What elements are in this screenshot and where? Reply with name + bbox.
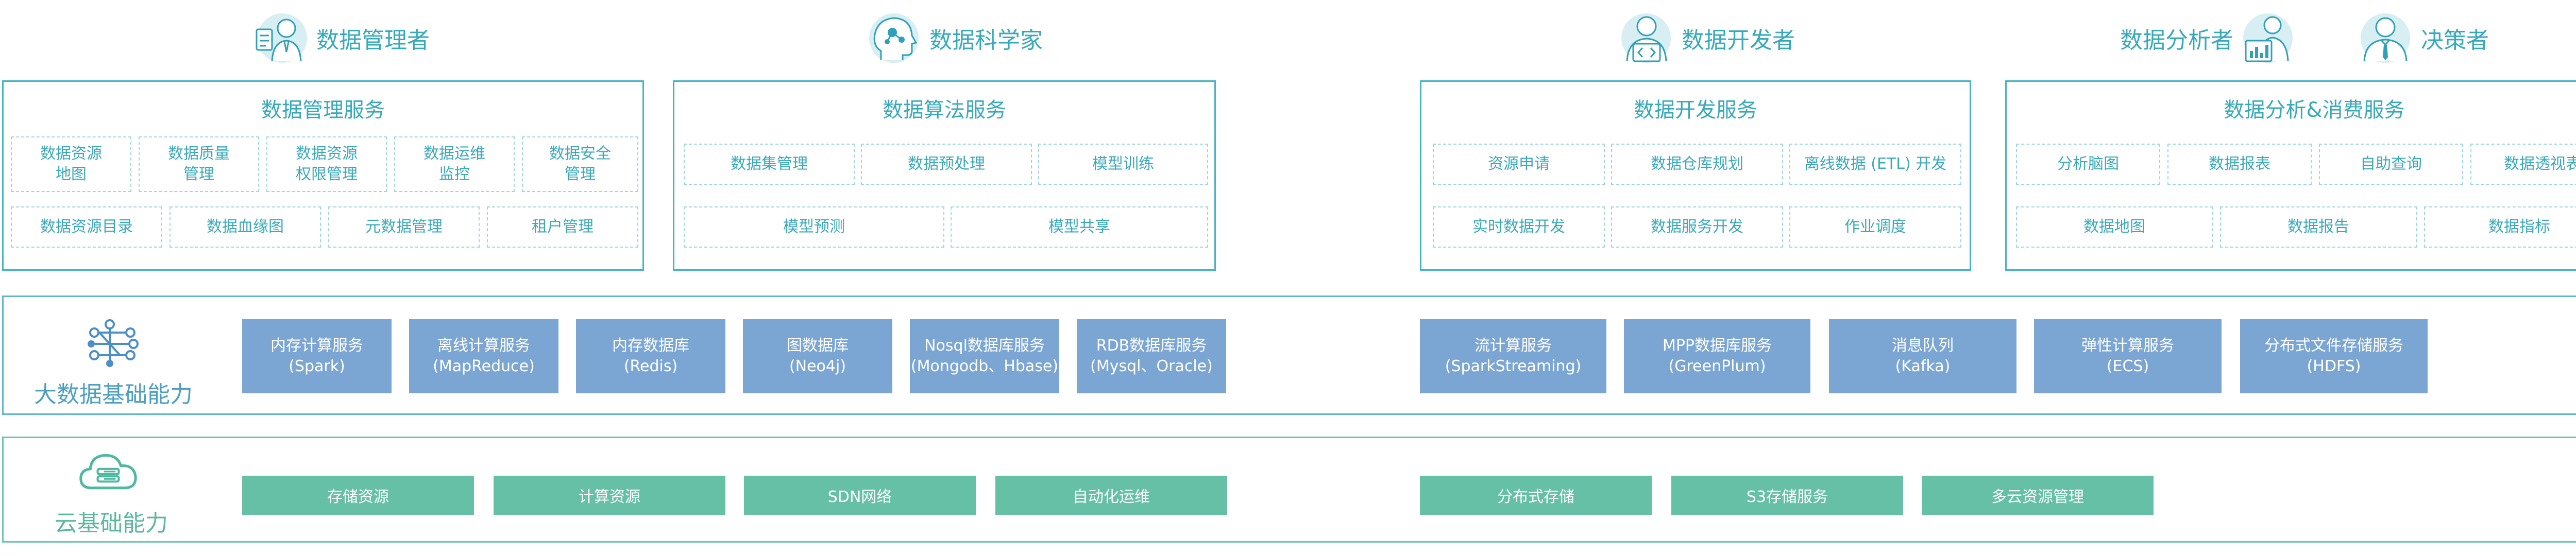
service-name: 分布式文件存储服务 (2264, 337, 2403, 355)
service-name: 消息队列 (1892, 337, 1954, 355)
data-development-title: 数据开发服务 (1634, 98, 1757, 122)
service-sub: (Kafka) (1895, 357, 1951, 375)
service-name: 流计算服务 (1475, 337, 1552, 355)
dev-item-realtime[interactable]: 实时数据开发 (1433, 206, 1605, 248)
data-management-title: 数据管理服务 (261, 98, 385, 122)
role-label-data-developer: 数据开发者 (1682, 27, 1795, 54)
bigdata-service-ecs[interactable]: 弹性计算服务 (ECS) (2034, 319, 2222, 393)
data-algorithm-panel: 数据算法服务 数据集管理 数据预处理 模型训练 模型预测 模型共享 (673, 80, 1216, 271)
analysis-item-metrics[interactable]: 数据指标 (2424, 206, 2576, 248)
mgmt-item-ops-monitor[interactable]: 数据运维 监控 (394, 136, 515, 192)
network-nodes-icon (88, 319, 139, 367)
service-sub: (Mysql、Oracle) (1090, 357, 1213, 375)
bigdata-service-spark[interactable]: 内存计算服务 (Spark) (242, 319, 392, 393)
data-development-panel: 数据开发服务 资源申请 数据仓库规划 离线数据 (ETL) 开发 实时数据开发 … (1420, 80, 1971, 271)
cloud-service-compute[interactable]: 计算资源 (494, 476, 725, 515)
cloud-service-automation[interactable]: 自动化运维 (995, 476, 1227, 515)
scientist-head-icon (869, 13, 919, 63)
cloud-service-s3[interactable]: S3存储服务 (1671, 476, 1903, 515)
cloud-capability-row (2, 437, 2576, 543)
service-sub: (Spark) (289, 357, 345, 375)
service-name: MPP数据库服务 (1662, 337, 1772, 355)
service-sub: (Redis) (623, 357, 678, 375)
role-data-manager: 数据管理者 (252, 7, 430, 69)
bigdata-service-redis[interactable]: 内存数据库 (Redis) (576, 319, 725, 393)
dev-item-scheduling[interactable]: 作业调度 (1789, 206, 1961, 248)
cloud-service-storage[interactable]: 存储资源 (242, 476, 474, 515)
service-sub: (HDFS) (2307, 357, 2361, 375)
analysis-item-report-table[interactable]: 数据报表 (2167, 144, 2312, 185)
service-name: 图数据库 (787, 337, 849, 355)
service-sub: (ECS) (2106, 357, 2149, 375)
algo-item-predict[interactable]: 模型预测 (684, 206, 944, 248)
mgmt-item-lineage[interactable]: 数据血缘图 (170, 206, 321, 248)
bigdata-service-mapreduce[interactable]: 离线计算服务 (MapReduce) (409, 319, 558, 393)
cloud-service-sdn[interactable]: SDN网络 (744, 476, 976, 515)
decision-maker-icon (2361, 13, 2410, 63)
manager-person-icon (256, 13, 307, 63)
bigdata-label: 大数据基础能力 (34, 381, 193, 408)
mgmt-item-permission[interactable]: 数据资源 权限管理 (266, 136, 387, 192)
mgmt-item-security[interactable]: 数据安全 管理 (522, 136, 638, 192)
analysis-item-pivot[interactable]: 数据透视表 (2470, 144, 2576, 185)
developer-code-icon (1621, 13, 1671, 63)
data-management-panel: 数据管理服务 数据资源 地图 数据质量 管理 数据资源 权限管理 数据运维 监控… (2, 80, 644, 271)
algo-item-share[interactable]: 模型共享 (951, 206, 1208, 248)
analysis-item-data-map[interactable]: 数据地图 (2016, 206, 2213, 248)
data-analysis-title: 数据分析&消费服务 (2224, 98, 2405, 122)
bigdata-service-kafka[interactable]: 消息队列 (Kafka) (1829, 319, 2016, 393)
cloud-server-icon (79, 454, 137, 490)
analysis-item-data-report[interactable]: 数据报告 (2220, 206, 2417, 248)
service-sub: (SparkStreaming) (1445, 357, 1582, 375)
algo-item-dataset[interactable]: 数据集管理 (684, 144, 855, 185)
service-name: 离线计算服务 (437, 337, 530, 355)
service-name: Nosql数据库服务 (924, 337, 1045, 355)
dev-item-warehouse-plan[interactable]: 数据仓库规划 (1611, 144, 1783, 185)
service-name: 内存计算服务 (270, 337, 363, 355)
bigdata-service-mpp[interactable]: MPP数据库服务 (GreenPlum) (1624, 319, 1810, 393)
role-label-decision-maker: 决策者 (2421, 27, 2489, 54)
cloud-service-distributed-storage[interactable]: 分布式存储 (1420, 476, 1652, 515)
service-name: 内存数据库 (612, 337, 689, 355)
role-label-data-analyst: 数据分析者 (2120, 27, 2233, 54)
data-algorithm-title: 数据算法服务 (883, 98, 1006, 122)
bigdata-service-streaming[interactable]: 流计算服务 (SparkStreaming) (1420, 319, 1606, 393)
dev-item-resource-request[interactable]: 资源申请 (1433, 144, 1605, 185)
algo-item-preprocess[interactable]: 数据预处理 (861, 144, 1032, 185)
service-sub: (MapReduce) (433, 357, 535, 375)
algo-item-training[interactable]: 模型训练 (1038, 144, 1208, 185)
dev-item-service-dev[interactable]: 数据服务开发 (1611, 206, 1783, 248)
cloud-service-multicloud[interactable]: 多云资源管理 (1922, 476, 2154, 515)
dev-item-etl[interactable]: 离线数据 (ETL) 开发 (1789, 144, 1961, 185)
cloud-label: 云基础能力 (55, 510, 168, 536)
data-analysis-panel: 数据分析&消费服务 分析脑图 数据报表 自助查询 数据透视表 数据地图 数据报告… (2005, 80, 2576, 271)
bigdata-service-neo4j[interactable]: 图数据库 (Neo4j) (743, 319, 892, 393)
mgmt-item-metadata[interactable]: 元数据管理 (328, 206, 480, 248)
role-label-data-manager: 数据管理者 (316, 27, 430, 54)
analysis-item-mindmap[interactable]: 分析脑图 (2016, 144, 2160, 185)
mgmt-item-catalog[interactable]: 数据资源目录 (11, 206, 162, 248)
bigdata-service-nosql[interactable]: Nosql数据库服务 (Mongodb、Hbase) (910, 319, 1059, 393)
mgmt-item-resource-map[interactable]: 数据资源 地图 (11, 136, 131, 192)
analyst-chart-icon (2243, 13, 2293, 63)
bigdata-service-hdfs[interactable]: 分布式文件存储服务 (HDFS) (2240, 319, 2428, 393)
service-name: RDB数据库服务 (1096, 337, 1207, 355)
role-data-analyst: 数据分析者 (2120, 7, 2296, 69)
role-data-developer: 数据开发者 (1618, 7, 1795, 69)
mgmt-item-tenant[interactable]: 租户管理 (487, 206, 638, 248)
bigdata-service-rdb[interactable]: RDB数据库服务 (Mysql、Oracle) (1077, 319, 1226, 393)
role-decision-maker: 决策者 (2357, 7, 2489, 69)
service-sub: (GreenPlum) (1668, 357, 1766, 375)
mgmt-item-quality[interactable]: 数据质量 管理 (139, 136, 259, 192)
bigdata-capability-row (2, 296, 2576, 415)
role-data-scientist: 数据科学家 (866, 7, 1043, 69)
analysis-item-self-query[interactable]: 自助查询 (2319, 144, 2463, 185)
role-label-data-scientist: 数据科学家 (929, 27, 1043, 54)
service-sub: (Neo4j) (789, 357, 846, 375)
service-name: 弹性计算服务 (2081, 337, 2174, 355)
service-sub: (Mongodb、Hbase) (910, 357, 1059, 375)
